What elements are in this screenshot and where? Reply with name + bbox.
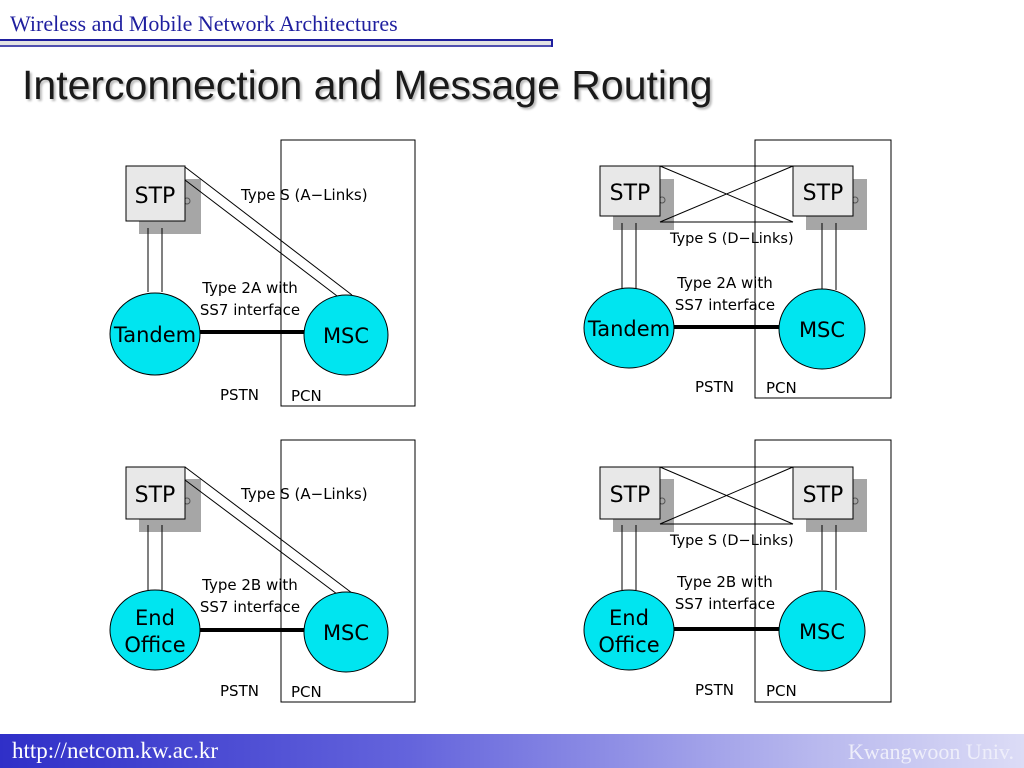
trunk-label-line1: Type 2B with bbox=[201, 576, 298, 594]
end-office-node bbox=[583, 589, 675, 671]
msc-node bbox=[778, 288, 866, 370]
panel-a-links-end-office: STP End Office MSC Type S (A−Links) Type… bbox=[109, 439, 416, 703]
pstn-label: PSTN bbox=[695, 378, 734, 396]
pcn-label: PCN bbox=[766, 682, 797, 700]
footer-bar: http://netcom.kw.ac.kr Kwangwoon Univ. bbox=[0, 734, 1024, 768]
panel-a-links-tandem: STP Tandem MSC Type S (A−Links) Type 2A … bbox=[109, 139, 416, 407]
switch-label-line1: Tandem bbox=[587, 317, 670, 341]
msc-node bbox=[303, 294, 389, 376]
link-type-label: Type S (A−Links) bbox=[240, 485, 368, 503]
page-title: Interconnection and Message Routing bbox=[22, 62, 713, 108]
link-type-label: Type S (D−Links) bbox=[669, 533, 794, 549]
link-line bbox=[184, 466, 353, 594]
switch-label-line1: End bbox=[609, 606, 649, 630]
switch-label-line2: Office bbox=[598, 633, 659, 657]
stp-box bbox=[599, 466, 661, 520]
switch-label-line1: Tandem bbox=[113, 323, 196, 347]
stp-box bbox=[125, 466, 186, 520]
pcn-label: PCN bbox=[291, 387, 322, 405]
link-line bbox=[184, 479, 342, 598]
stp-label: STP bbox=[135, 483, 176, 508]
pstn-label: PSTN bbox=[220, 682, 259, 700]
tandem-node bbox=[583, 287, 675, 369]
switch-label-line1: End bbox=[135, 606, 175, 630]
panel-d-links-end-office: STP STP End Office MSC Type S (D−Links) … bbox=[583, 439, 892, 703]
pcn-label: PCN bbox=[766, 379, 797, 397]
msc-label: MSC bbox=[323, 621, 369, 645]
msc-node bbox=[778, 590, 866, 672]
trunk-label-line2: SS7 interface bbox=[200, 598, 300, 616]
stp-label: STP bbox=[135, 184, 176, 209]
stp-label: STP bbox=[610, 181, 651, 206]
link-type-label: Type S (A−Links) bbox=[240, 186, 368, 204]
msc-label: MSC bbox=[799, 318, 845, 342]
trunk-label-line1: Type 2A with bbox=[676, 274, 773, 292]
trunk-label-line2: SS7 interface bbox=[675, 595, 775, 613]
trunk-label-line2: SS7 interface bbox=[200, 301, 300, 319]
stp-box bbox=[792, 165, 854, 217]
end-office-node bbox=[109, 589, 201, 671]
footer-university: Kwangwoon Univ. bbox=[848, 739, 1014, 764]
msc-label: MSC bbox=[799, 620, 845, 644]
pcn-label: PCN bbox=[291, 683, 322, 701]
course-title: Wireless and Mobile Network Architecture… bbox=[10, 11, 398, 36]
link-line bbox=[184, 166, 353, 296]
tandem-node bbox=[109, 292, 201, 376]
pstn-label: PSTN bbox=[220, 386, 259, 404]
msc-label: MSC bbox=[323, 324, 369, 348]
stp-label: STP bbox=[803, 181, 844, 206]
stp-box bbox=[792, 466, 854, 520]
pcn-boundary bbox=[280, 439, 416, 703]
footer-url: http://netcom.kw.ac.kr bbox=[12, 738, 219, 763]
pcn-boundary bbox=[280, 139, 416, 407]
trunk-label-line1: Type 2B with bbox=[676, 573, 773, 591]
link-line bbox=[659, 165, 794, 223]
stp-box bbox=[599, 165, 661, 217]
msc-node bbox=[303, 591, 389, 673]
link-type-label: Type S (D−Links) bbox=[669, 231, 794, 247]
header-rule bbox=[0, 39, 553, 47]
pcn-boundary bbox=[754, 439, 892, 703]
stp-label: STP bbox=[803, 483, 844, 508]
link-line bbox=[184, 179, 342, 300]
pstn-label: PSTN bbox=[695, 681, 734, 699]
trunk-label-line1: Type 2A with bbox=[201, 279, 298, 297]
stp-label: STP bbox=[610, 483, 651, 508]
trunk-label-line2: SS7 interface bbox=[675, 296, 775, 314]
panel-d-links-tandem: STP STP Tandem MSC Type S (D−Links) Type… bbox=[583, 139, 892, 399]
stp-box bbox=[125, 165, 186, 222]
pcn-boundary bbox=[754, 139, 892, 399]
link-line bbox=[659, 466, 794, 525]
switch-label-line2: Office bbox=[124, 633, 185, 657]
